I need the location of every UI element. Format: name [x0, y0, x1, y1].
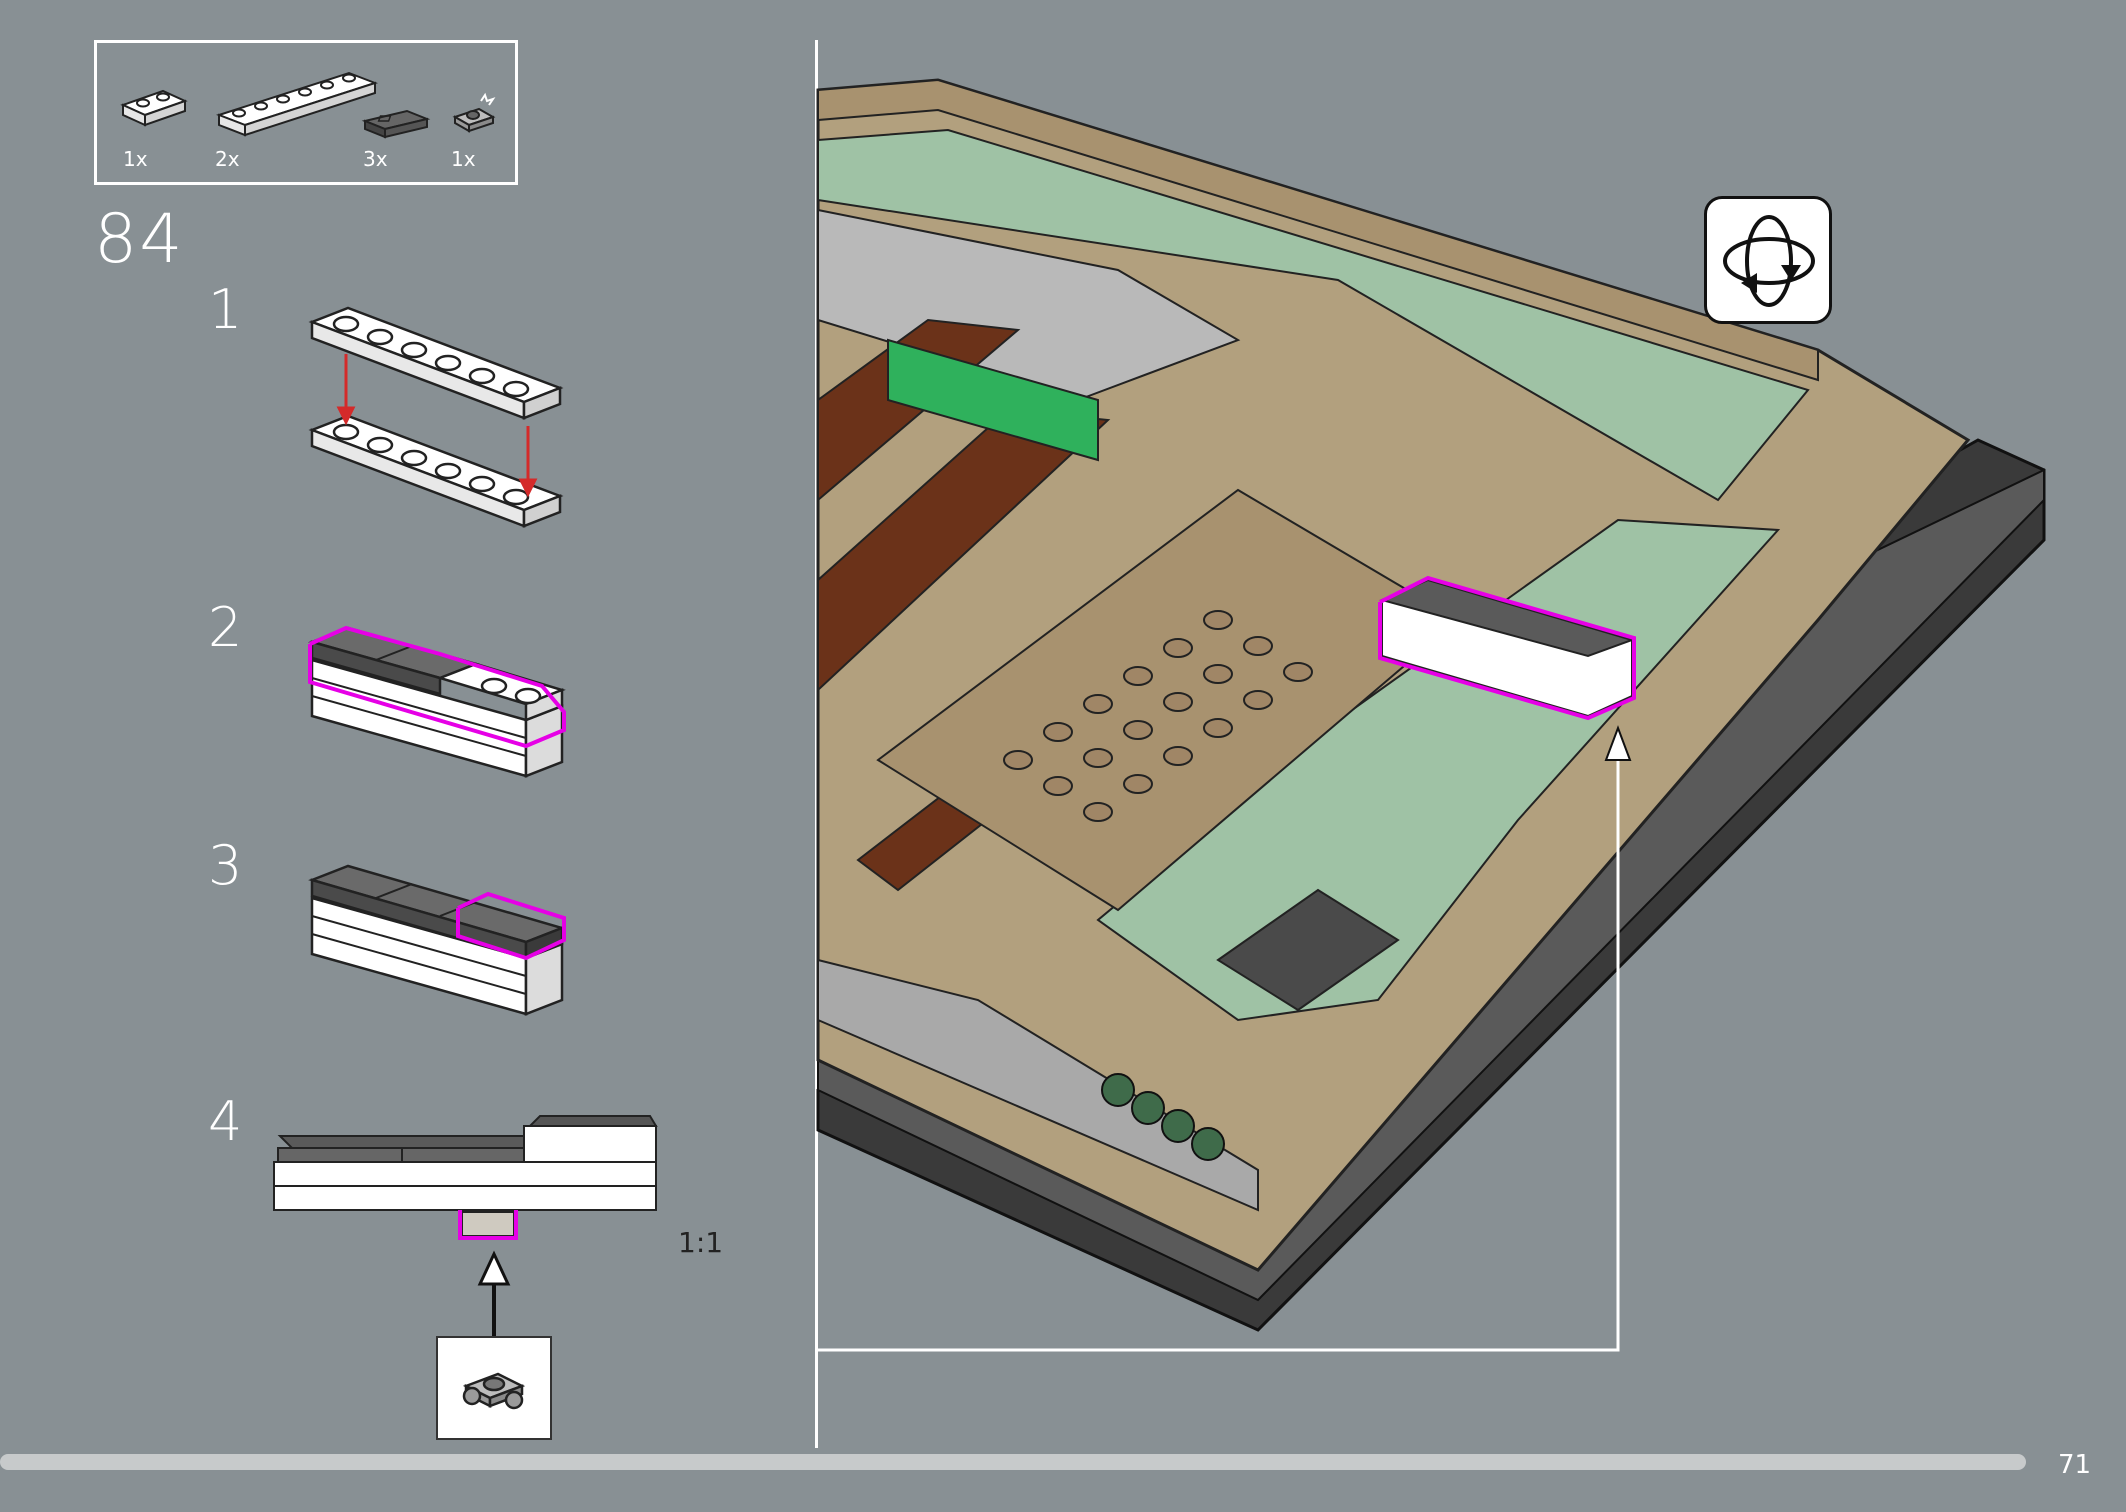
- scale-label: 1:1: [678, 1226, 724, 1259]
- part-qty-3: 3x: [363, 147, 388, 171]
- callout-arrow: [477, 1250, 511, 1338]
- part-qty-2: 2x: [215, 147, 240, 171]
- substep-number-4: 4: [208, 1090, 243, 1153]
- substep-4-illustration: [273, 1115, 658, 1240]
- white-plate-1x6-icon: [216, 71, 378, 137]
- substep-number-2: 2: [208, 596, 243, 659]
- step-number: 84: [94, 200, 185, 279]
- page-number: 71: [2058, 1450, 2092, 1480]
- part-qty-4: 1x: [451, 147, 476, 171]
- dark-gray-tile-1x2-icon: [361, 109, 431, 139]
- parts-list-box: 1x 2x 3x 1x: [94, 40, 518, 185]
- rotate-model-icon: [1704, 196, 1832, 324]
- plate-with-clip-icon: [462, 1372, 526, 1410]
- substep-3-illustration: [308, 864, 566, 1016]
- plate-with-clip-icon: [452, 92, 496, 133]
- part-qty-1: 1x: [123, 147, 148, 171]
- progress-bar: [0, 1454, 2026, 1470]
- substep-number-3: 3: [208, 834, 243, 897]
- callout-box: [436, 1336, 552, 1440]
- white-plate-1x2-icon: [120, 89, 188, 127]
- main-model-illustration: [816, 78, 2046, 1352]
- substep-1-illustration: [308, 306, 564, 528]
- substep-number-1: 1: [208, 278, 243, 341]
- substep-2-illustration: [308, 625, 566, 778]
